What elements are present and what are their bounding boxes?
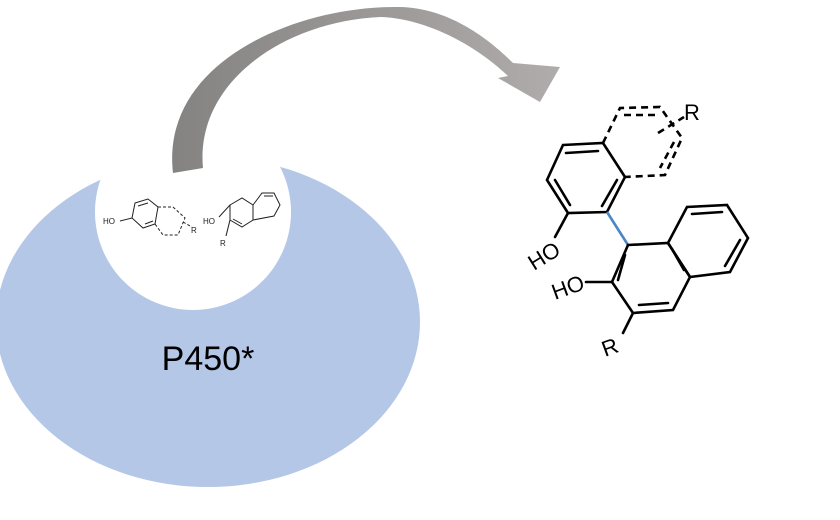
enzyme-body (0, 157, 420, 487)
product-bottom-hydroxyl-label: HO (548, 270, 588, 305)
product-top-r-label: R (684, 100, 700, 125)
reaction-arrow (172, 6, 561, 173)
product-bottom-r-label: R (598, 333, 621, 362)
product-top-hydroxyl-label: HO (523, 237, 564, 276)
substrate-phenol: HO R (103, 198, 197, 236)
naphthol-r-label: R (220, 239, 226, 248)
product-binaphthol: R HO HO R (523, 100, 750, 362)
new-biaryl-bond (605, 211, 630, 246)
enzyme-label: P450* (162, 340, 255, 378)
substrate-naphthol: HO R (203, 192, 281, 248)
phenol-r-label: R (191, 226, 197, 235)
phenol-hydroxyl-label: HO (103, 217, 115, 226)
naphthol-hydroxyl-label: HO (203, 217, 215, 226)
